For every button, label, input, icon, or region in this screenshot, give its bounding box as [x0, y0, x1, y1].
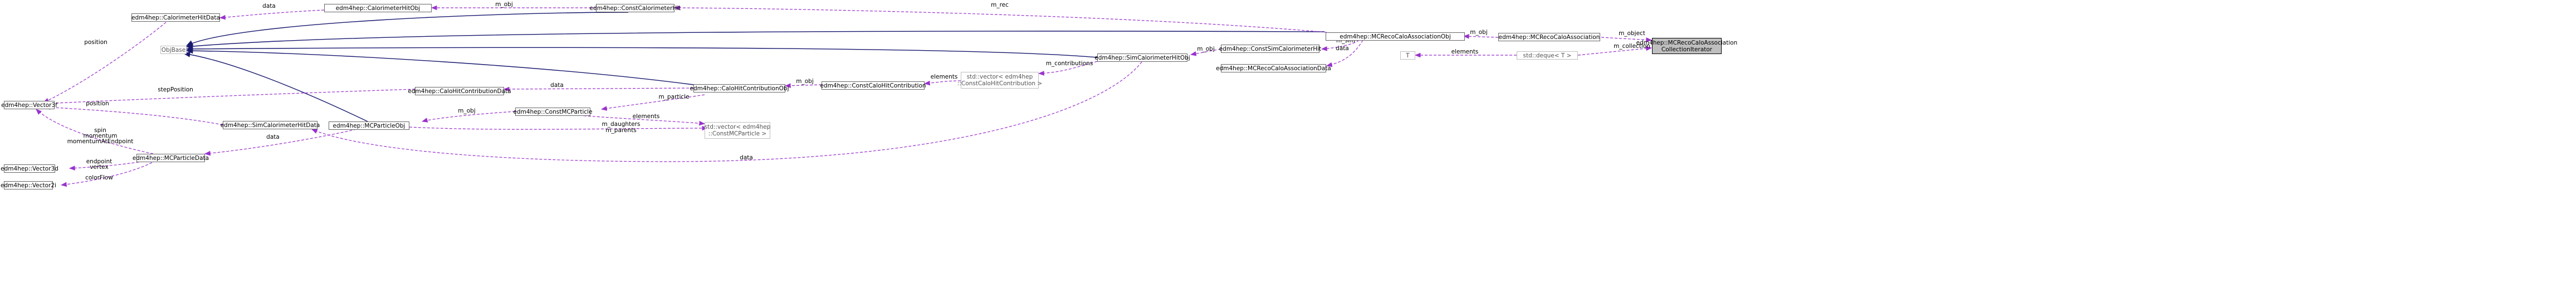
- node-mc-particle-obj[interactable]: edm4hep::MCParticleObj: [329, 121, 409, 130]
- node-const-calo-hit-contribution[interactable]: edm4hep::ConstCaloHitContribution: [820, 81, 926, 90]
- label-m-particle: m_particle: [658, 94, 689, 100]
- node-vector3f[interactable]: edm4hep::Vector3f: [1, 101, 57, 109]
- node-vector-const-calo-hit-contribution[interactable]: std::vector< edm4hep ::ConstCaloHitContr…: [957, 72, 1042, 89]
- label-elements-contributions: elements: [931, 74, 958, 80]
- label-data-calorimeter: data: [262, 3, 276, 9]
- edge-vector3f-simhitdata: [43, 105, 223, 125]
- label-m-rec: m_rec: [991, 2, 1009, 8]
- label-elements-deque: elements: [1451, 48, 1479, 55]
- node-mcreco-calo-association-data[interactable]: edm4hep::MCRecoCaloAssociationData: [1216, 64, 1331, 72]
- label-m-object: m_object: [1619, 30, 1645, 37]
- node-sim-calorimeter-hit-data[interactable]: edm4hep::SimCalorimeterHitData: [220, 121, 320, 129]
- label-m-obj-particle: m_obj: [458, 108, 476, 114]
- edge-contributionobj-constcontribution: [784, 83, 822, 89]
- label-position-calorimeter: position: [84, 39, 107, 46]
- edge-association-iterator: [1601, 37, 1653, 42]
- node-mcreco-calo-association-obj[interactable]: edm4hep::MCRecoCaloAssociationObj: [1326, 32, 1465, 41]
- label-m-obj-calorimeter: m_obj: [495, 1, 513, 8]
- label-position-simhit: position: [86, 100, 109, 107]
- edge-vectorcontributions-simhitobj: [1038, 61, 1098, 76]
- node-mcreco-calo-association[interactable]: edm4hep::MCRecoCaloAssociation: [1498, 33, 1600, 41]
- node-std-deque[interactable]: std::deque< T >: [1517, 51, 1578, 60]
- node-const-calorimeter-hit[interactable]: edm4hep::ConstCalorimeterHit: [589, 4, 681, 12]
- edge-vector2i-mcparticledata: [60, 160, 157, 187]
- edge-constcontribution-vectorcontributions: [923, 80, 961, 86]
- label-step-position: stepPosition: [158, 86, 193, 93]
- label-m-obj-contribution: m_obj: [796, 78, 814, 85]
- edge-vectorparticles-mcparticleobj: [409, 125, 708, 131]
- edge-mcparticledata-mcparticleobj: [204, 129, 357, 156]
- label-m-collection: m_collection: [1614, 43, 1650, 50]
- edge-constmcparticle-contributionobj: [600, 94, 705, 111]
- label-elements-particles: elements: [633, 113, 660, 120]
- edge-contributiondata-contributionobj: [503, 86, 694, 92]
- edge-calohitcontributionobj-objbase: [185, 48, 694, 85]
- label-data-association: data: [1336, 45, 1349, 52]
- node-vector2i[interactable]: edm4hep::Vector2i: [1, 181, 56, 189]
- edge-constsimcalorimeterhit-associationobj: [1321, 40, 1360, 51]
- node-vector3d[interactable]: edm4hep::Vector3d: [1, 164, 58, 173]
- label-m-obj-association: m_obj: [1470, 29, 1488, 36]
- edge-vector3f-contributiondata: [43, 89, 416, 106]
- node-mc-particle-data[interactable]: edm4hep::MCParticleData: [132, 154, 209, 162]
- node-calo-hit-contribution-obj[interactable]: edm4hep::CaloHitContributionObj: [690, 84, 789, 93]
- node-vector-const-mc-particle[interactable]: std::vector< edm4hep ::ConstMCParticle >: [705, 122, 770, 139]
- edge-simcalorimeterhitobj-objbase: [185, 46, 1098, 58]
- edge-associationobj-association: [1463, 33, 1499, 39]
- edge-vector3f-mcparticledata: [36, 109, 154, 154]
- node-calorimeter-hit-data[interactable]: edm4hep::CalorimeterHitData: [131, 13, 220, 22]
- label-color-flow: colorFlow: [85, 174, 113, 181]
- edge-mcparticleobj-constmcparticle: [421, 111, 516, 123]
- edge-mcparticleobj-objbase: [183, 51, 368, 122]
- label-data-simhit: data: [740, 154, 753, 161]
- edge-constmcparticle-vectorparticles: [579, 115, 706, 126]
- node-calorimeter-hit-obj[interactable]: edm4hep::CalorimeterHitObj: [324, 4, 432, 12]
- node-const-sim-calorimeter-hit[interactable]: edm4hep::ConstSimCalorimeterHit: [1219, 45, 1322, 53]
- edge-simcalorimeterhitobj-constsimcalorimeterhit: [1190, 48, 1221, 56]
- edge-constcalorimeterhit-associationobj: [673, 5, 1327, 33]
- node-t[interactable]: T: [1400, 51, 1415, 60]
- label-m-contributions: m_contributions: [1046, 60, 1093, 67]
- label-m-obj-simhit: m_obj: [1197, 46, 1215, 52]
- node-sim-calorimeter-hit-obj[interactable]: edm4hep::SimCalorimeterHitObj: [1094, 53, 1190, 62]
- edge-deque-iterator: [1577, 46, 1653, 56]
- edge-calorimeterhitobj-objbase: [185, 12, 629, 46]
- edge-mcrecocaloassociationobj-objbase: [185, 31, 1325, 50]
- edge-associationdata-associationobj: [1326, 40, 1363, 67]
- label-data-particle: data: [266, 134, 280, 140]
- node-const-mc-particle[interactable]: edm4hep::ConstMCParticle: [513, 108, 593, 116]
- label-data-contribution: data: [550, 82, 564, 89]
- node-collection-iterator[interactable]: edm4hep::MCRecoCaloAssociation Collectio…: [1636, 38, 1737, 54]
- edge-calorimeterhitdata-calorimeterhitobj: [219, 9, 325, 20]
- node-calo-hit-contribution-data[interactable]: edm4hep::CaloHitContributionData: [408, 87, 511, 95]
- node-objbase[interactable]: ObjBase: [160, 46, 187, 54]
- edge-vector3f-calorimeterhitdata: [43, 22, 167, 103]
